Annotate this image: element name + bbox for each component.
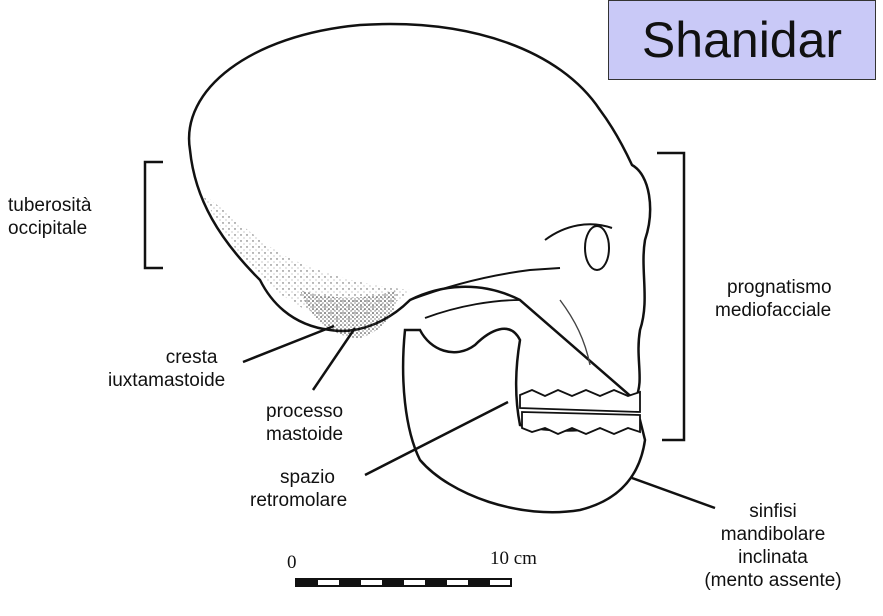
label-sinfisi: sinfisi mandibolare inclinata (mento ass… [678, 500, 868, 592]
processo-leader [313, 328, 355, 390]
scale-end-label: 10 cm [490, 548, 537, 570]
label-processo: processo mastoide [266, 400, 343, 446]
tuberosita-bracket [145, 162, 163, 268]
label-prognatismo: prognatismo mediofacciale [715, 276, 832, 322]
title-box: Shanidar [608, 0, 876, 80]
upper-teeth [520, 390, 640, 412]
label-cresta: cresta iuxtamastoide [108, 346, 225, 392]
cresta-leader [243, 326, 334, 362]
scale-bar [296, 579, 511, 586]
prognatismo-bracket [657, 153, 684, 440]
orbit [585, 226, 609, 270]
page-title: Shanidar [642, 11, 842, 69]
label-tuberosita: tuberosità occipitale [8, 194, 91, 240]
label-spazio: spazio retromolare [250, 466, 347, 512]
scale-start-label: 0 [287, 552, 297, 574]
